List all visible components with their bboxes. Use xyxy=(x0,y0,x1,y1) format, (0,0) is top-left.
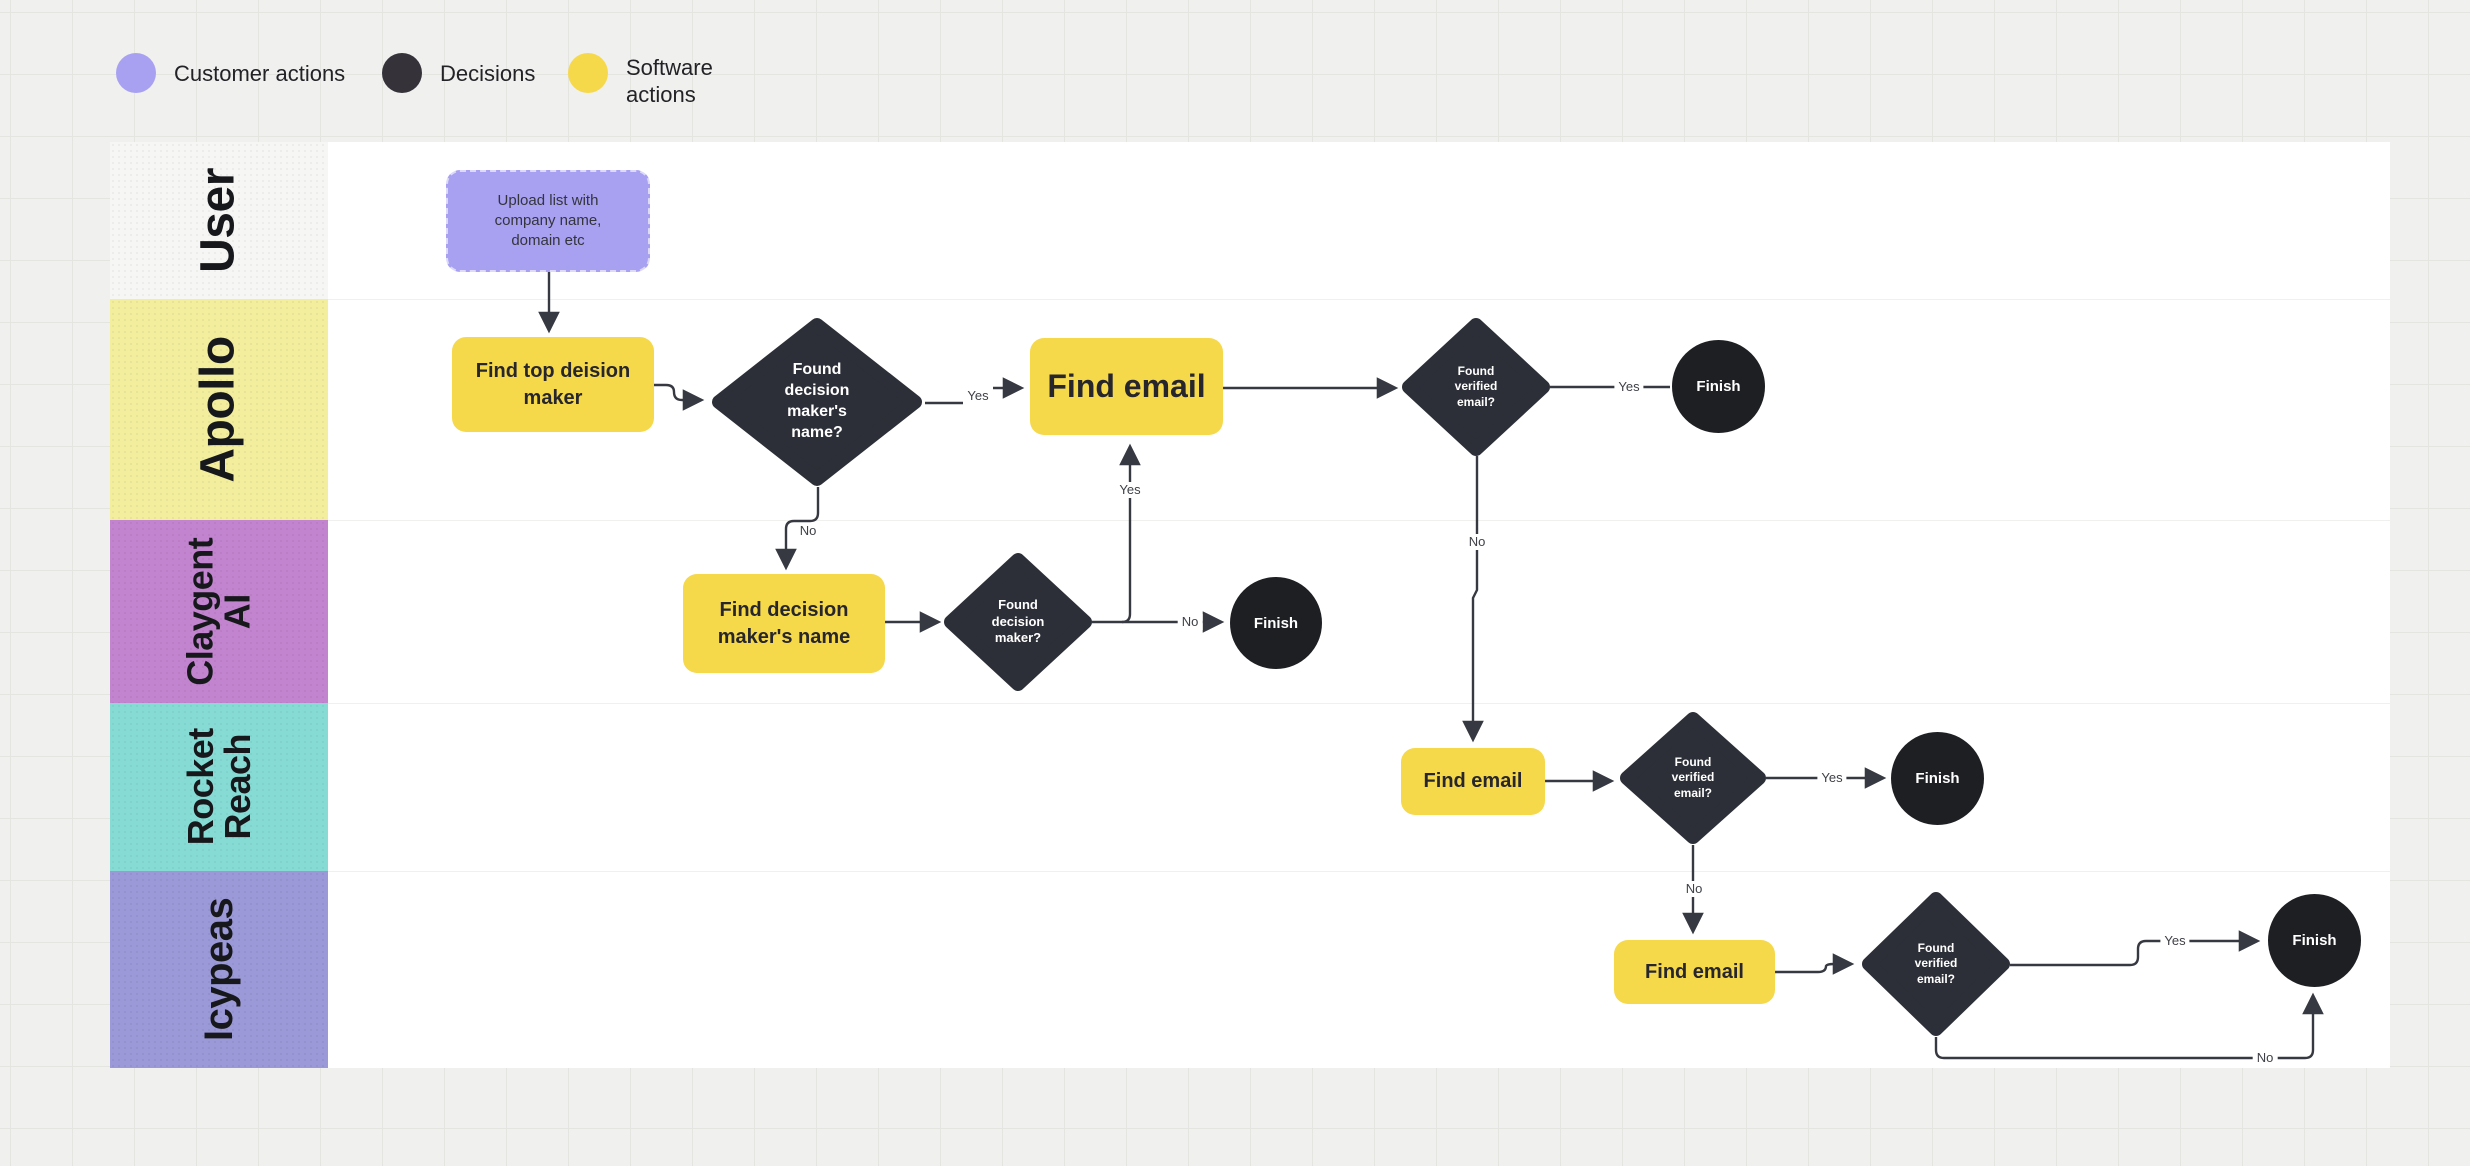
decisions-swatch-icon xyxy=(382,53,422,93)
lane-divider xyxy=(328,299,2390,300)
legend-item-customer-actions: Customer actions xyxy=(116,53,345,93)
node-label: Finish xyxy=(2292,932,2337,949)
edge-label-yes[interactable]: Yes xyxy=(1115,482,1145,498)
decision-found-verified-email-apollo-shape[interactable] xyxy=(1402,318,1550,456)
connector-findtop-to-d1[interactable] xyxy=(654,383,705,411)
node-label: Finish xyxy=(1253,614,1299,632)
node-find-top-decision-maker[interactable]: Find top deision maker xyxy=(452,337,654,432)
edge-label-no[interactable]: No xyxy=(1177,614,1203,630)
node-find-email-apollo[interactable]: Find email xyxy=(1030,338,1223,435)
lane-header-user[interactable]: User xyxy=(110,142,328,299)
decision-found-dm-shape[interactable] xyxy=(944,553,1092,691)
node-label: Finish xyxy=(1696,378,1741,395)
connector-d1-no-to-finddm[interactable] xyxy=(775,487,820,571)
node-find-decision-makers-name[interactable]: Find decision maker's name xyxy=(683,574,885,673)
node-finish-claygent[interactable]: Finish xyxy=(1230,577,1322,669)
legend-label: Customer actions xyxy=(174,61,346,86)
edge-label-no[interactable]: No xyxy=(1681,881,1707,897)
edge-label-yes[interactable]: Yes xyxy=(967,388,989,403)
lane-header-claygent-ai[interactable]: Claygent AI xyxy=(110,520,328,703)
edge-label-no[interactable]: No xyxy=(1464,534,1490,550)
flowchart-board: User Apollo Claygent AI Rocket Reach Icy… xyxy=(110,142,2390,1068)
lane-header-rocket-reach[interactable]: Rocket Reach xyxy=(110,703,328,871)
decision-found-verified-email-icy-label: Found verified email? xyxy=(1914,940,1958,986)
legend-item-decisions: Decisions xyxy=(382,53,535,93)
node-label: Finish xyxy=(1915,770,1960,787)
node-label: Find email xyxy=(1645,960,1744,983)
node-label: Upload list with company name, domain et… xyxy=(494,191,602,250)
node-label: Find email xyxy=(1047,368,1206,404)
connector-d5-no-to-finish[interactable] xyxy=(1934,992,2324,1060)
edge-label-no[interactable]: No xyxy=(795,523,821,539)
customer-actions-swatch-icon xyxy=(116,53,156,93)
decision-found-verified-email-rr-shape[interactable] xyxy=(1620,712,1766,844)
connector-findemailicy-to-d5[interactable] xyxy=(1775,953,1855,975)
lane-divider xyxy=(328,703,2390,704)
decision-found-dm-name-shape[interactable] xyxy=(712,318,922,486)
lane-divider xyxy=(328,520,2390,521)
decision-found-verified-email-apollo-label: Found verified email? xyxy=(1454,363,1498,409)
node-find-email-rocketreach[interactable]: Find email xyxy=(1401,748,1545,815)
decision-found-verified-email-icy-shape[interactable] xyxy=(1862,892,2010,1036)
connector-d2-no-down[interactable] xyxy=(1462,456,1484,743)
node-finish-rocketreach[interactable]: Finish xyxy=(1891,732,1984,825)
decision-found-dm-label: Found decision maker? xyxy=(991,596,1045,646)
node-finish-icypeas[interactable]: Finish xyxy=(2268,894,2361,987)
node-label: Find top deision maker xyxy=(475,359,631,409)
node-finish-apollo[interactable]: Finish xyxy=(1672,340,1765,433)
software-actions-swatch-icon xyxy=(568,53,608,93)
node-label: Find decision maker's name xyxy=(717,598,851,648)
lane-header-icypeas[interactable]: Icypeas xyxy=(110,871,328,1068)
edge-label-yes[interactable]: Yes xyxy=(2160,933,2190,949)
node-find-email-icypeas[interactable]: Find email xyxy=(1614,940,1775,1004)
node-label: Find email xyxy=(1423,770,1523,792)
decision-found-verified-email-rr-label: Found verified email? xyxy=(1671,754,1715,800)
legend-item-software-actions: Software actions xyxy=(568,53,726,108)
node-upload-list[interactable]: Upload list with company name, domain et… xyxy=(446,170,650,272)
decision-found-dm-name-label: Found decision maker's name? xyxy=(784,361,850,441)
lane-divider xyxy=(328,871,2390,872)
edge-label-yes[interactable]: Yes xyxy=(1614,379,1644,395)
legend-label: Decisions xyxy=(440,61,536,86)
edge-label-no[interactable]: No xyxy=(2252,1050,2278,1066)
edge-label-yes[interactable]: Yes xyxy=(1817,770,1847,786)
connector-d3-yes-up[interactable] xyxy=(1119,443,1141,624)
connector-d5-yes-to-finish[interactable] xyxy=(2010,930,2261,967)
legend-label: Software actions xyxy=(626,55,713,107)
lane-header-apollo[interactable]: Apollo xyxy=(110,299,328,520)
